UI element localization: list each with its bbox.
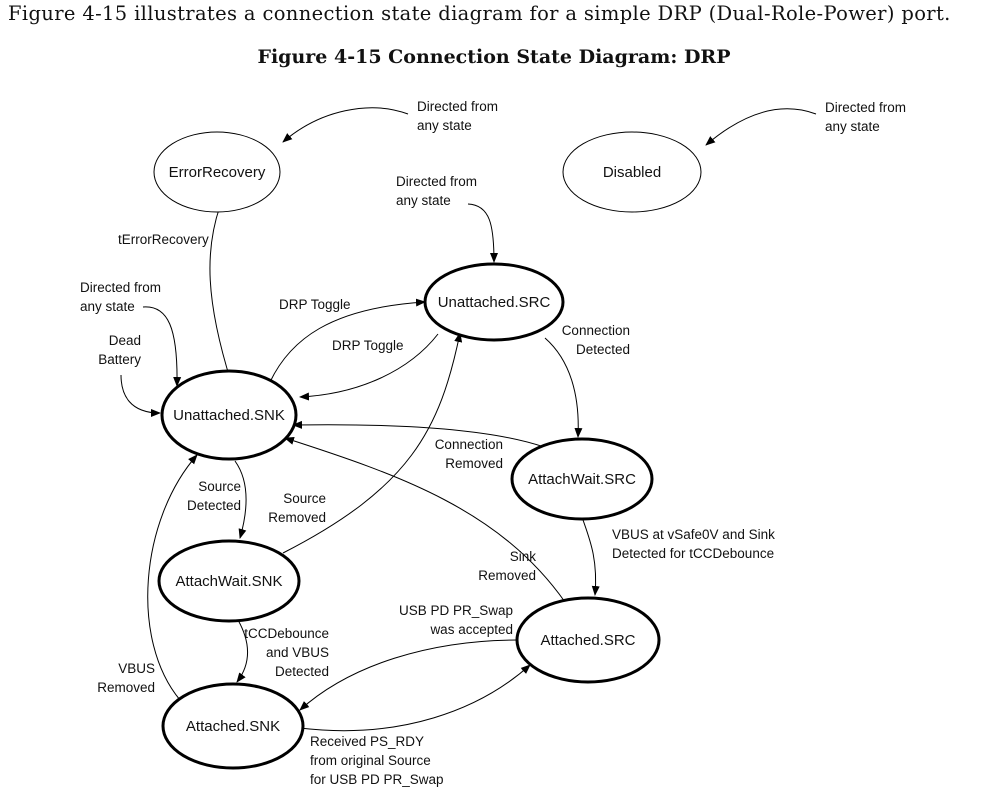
edge-drp-toggle-up <box>269 298 426 383</box>
label-directed-unattached-snk-line: any state <box>80 299 135 314</box>
label-tcc-debounce-line: and VBUS <box>266 645 329 660</box>
label-directed-disabled-line: any state <box>825 119 880 134</box>
label-sink-removed-line: Removed <box>478 568 536 583</box>
edge-connection-removed <box>292 420 545 448</box>
edge-source-removed <box>282 332 463 554</box>
edge-tcc-debounce <box>236 619 249 683</box>
state-attachwait-snk-label: AttachWait.SNK <box>176 573 283 590</box>
label-t-error-recovery-line: tErrorRecovery <box>118 232 209 247</box>
state-unattached-snk: Unattached.SNK <box>160 369 298 461</box>
state-unattached-src-label: Unattached.SRC <box>438 294 551 311</box>
edge-received-ps-rdy <box>299 664 531 732</box>
label-drp-toggle-down: DRP Toggle <box>332 338 404 353</box>
edge-drp-toggle-down <box>299 333 439 401</box>
state-disabled-label: Disabled <box>603 164 661 181</box>
label-tcc-debounce-line: tCCDebounce <box>244 626 329 641</box>
label-received-ps-rdy-line: Received PS_RDY <box>310 734 424 749</box>
label-source-removed-line: Source <box>283 491 326 506</box>
label-received-ps-rdy-line: from original Source <box>310 753 431 768</box>
edge-source-detected <box>234 460 247 539</box>
label-directed-unattached-src: Directed from any state <box>396 174 477 208</box>
edge-into-unattached-snk <box>142 306 182 387</box>
edge-vbus-removed <box>147 454 198 701</box>
label-drp-toggle-down-line: DRP Toggle <box>332 338 404 353</box>
edge-error-to-unattached-snk <box>209 205 234 386</box>
label-dead-battery-line: Dead <box>109 333 141 348</box>
label-source-removed-line: Removed <box>268 510 326 525</box>
label-source-detected-line: Detected <box>187 498 241 513</box>
state-attachwait-snk: AttachWait.SNK <box>157 539 301 623</box>
edge-into-error-recovery <box>282 107 409 143</box>
edge-dead-battery <box>120 374 161 417</box>
label-connection-removed-line: Connection <box>435 437 503 452</box>
label-dead-battery-line: Battery <box>98 352 141 367</box>
label-directed-error-recovery-line: Directed from <box>417 99 498 114</box>
label-directed-error-recovery-line: any state <box>417 118 472 133</box>
edge-into-disabled <box>705 108 817 146</box>
transitions <box>120 107 817 732</box>
state-unattached-snk-label: Unattached.SNK <box>173 407 285 424</box>
state-error-recovery-label: ErrorRecovery <box>169 164 266 181</box>
label-tcc-debounce-line: Detected <box>275 664 329 679</box>
label-tcc-debounce: tCCDebounce and VBUS Detected <box>244 626 329 679</box>
label-directed-disabled: Directed from any state <box>825 100 906 134</box>
label-vbus-vsafe0v-line: Detected for tCCDebounce <box>612 546 774 561</box>
label-sink-removed-line: Sink <box>510 549 537 564</box>
state-attached-snk-label: Attached.SNK <box>186 718 280 735</box>
state-attached-src-label: Attached.SRC <box>540 632 635 649</box>
label-drp-toggle-up: DRP Toggle <box>279 297 351 312</box>
edge-connection-detected <box>544 337 583 438</box>
label-connection-detected-line: Detected <box>576 342 630 357</box>
label-pr-swap-accepted-line: was accepted <box>429 622 513 637</box>
label-directed-unattached-src-line: any state <box>396 193 451 208</box>
label-drp-toggle-up-line: DRP Toggle <box>279 297 351 312</box>
label-directed-unattached-snk: Directed from any state <box>80 280 161 314</box>
label-directed-unattached-snk-line: Directed from <box>80 280 161 295</box>
figure-title: Figure 4-15 Connection State Diagram: DR… <box>257 46 731 68</box>
state-unattached-src: Unattached.SRC <box>423 262 565 342</box>
label-connection-detected-line: Connection <box>562 323 630 338</box>
label-source-detected-line: Source <box>198 479 241 494</box>
label-received-ps-rdy-line: for USB PD PR_Swap <box>310 772 444 787</box>
intro-text: Figure 4-15 illustrates a connection sta… <box>8 2 951 25</box>
edge-pr-swap-accepted <box>299 639 519 711</box>
edge-sink-removed <box>284 436 566 603</box>
state-attached-snk: Attached.SNK <box>161 682 305 770</box>
state-attached-src: Attached.SRC <box>515 596 661 684</box>
label-directed-disabled-line: Directed from <box>825 100 906 115</box>
edge-vbus-vsafe0v <box>582 519 600 596</box>
label-t-error-recovery: tErrorRecovery <box>118 232 209 247</box>
label-directed-unattached-src-line: Directed from <box>396 174 477 189</box>
label-vbus-removed-line: Removed <box>97 680 155 695</box>
label-connection-removed-line: Removed <box>445 456 503 471</box>
label-vbus-vsafe0v-line: VBUS at vSafe0V and Sink <box>612 527 775 542</box>
label-vbus-removed-line: VBUS <box>118 661 155 676</box>
label-vbus-removed: VBUS Removed <box>97 661 155 695</box>
label-pr-swap-accepted-line: USB PD PR_Swap <box>399 603 513 618</box>
state-disabled: Disabled <box>562 131 702 213</box>
label-directed-error-recovery: Directed from any state <box>417 99 498 133</box>
state-error-recovery: ErrorRecovery <box>153 131 281 213</box>
state-attachwait-src: AttachWait.SRC <box>510 437 654 521</box>
state-attachwait-src-label: AttachWait.SRC <box>528 471 636 488</box>
edge-into-unattached-src <box>467 203 498 263</box>
